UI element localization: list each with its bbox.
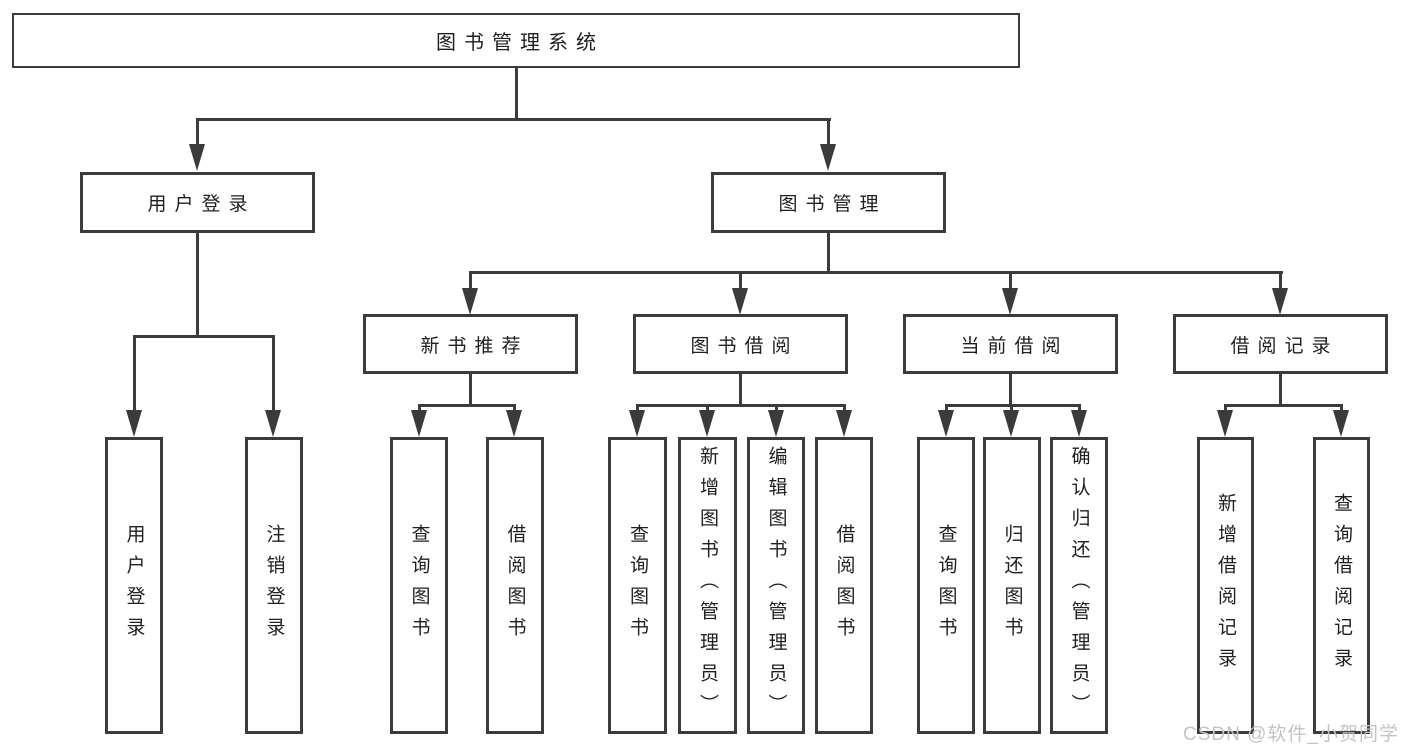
node-current-borrowing: 当前借阅 — [903, 314, 1118, 374]
node-label: 新增图书（管理员） — [697, 446, 718, 725]
node-query-books-recommend: 查询图书 — [390, 437, 448, 734]
arrowhead-down-icon — [1071, 410, 1087, 437]
node-book-management: 图书管理 — [711, 172, 946, 233]
arrowhead-down-icon — [462, 288, 478, 315]
connector-line — [1078, 404, 1081, 412]
node-query-books-borrowing: 查询图书 — [608, 437, 667, 734]
connector-line — [945, 404, 948, 412]
connector-line — [706, 404, 709, 412]
node-label: 图书管理 — [778, 194, 887, 215]
connector-line — [1279, 271, 1282, 291]
node-label: 归还图书 — [1001, 523, 1023, 648]
connector-line — [196, 233, 199, 338]
node-label: 图书借阅 — [690, 335, 799, 357]
connector-line — [133, 335, 136, 413]
node-label: 查询图书 — [935, 523, 957, 648]
arrowhead-down-icon — [938, 410, 954, 437]
connector-line — [196, 118, 831, 121]
connector-line — [843, 404, 846, 412]
node-label: 确认归还（管理员） — [1068, 446, 1090, 725]
connector-line — [133, 335, 275, 338]
node-add-books-admin: 新增图书（管理员） — [678, 437, 737, 734]
node-borrow-books: 借阅图书 — [815, 437, 873, 734]
node-edit-books-admin: 编辑图书（管理员） — [747, 437, 805, 734]
connector-line — [513, 404, 516, 412]
node-label: 查询图书 — [408, 523, 430, 648]
node-logout: 注销登录 — [245, 437, 303, 734]
arrowhead-down-icon — [1003, 410, 1019, 437]
node-label: 借阅图书 — [833, 523, 855, 648]
arrowhead-down-icon — [820, 144, 836, 171]
arrowhead-down-icon — [699, 410, 715, 437]
arrowhead-down-icon — [411, 410, 427, 437]
arrowhead-down-icon — [1002, 288, 1018, 315]
node-root-library-system: 图书管理系统 — [12, 13, 1020, 68]
connector-line — [775, 404, 778, 412]
node-return-books: 归还图书 — [983, 437, 1041, 734]
node-label: 查询图书 — [627, 523, 648, 648]
node-borrowing-records: 借阅记录 — [1173, 314, 1388, 374]
connector-line — [1224, 404, 1342, 407]
node-label: 查询借阅记录 — [1331, 492, 1352, 679]
connector-line — [418, 404, 516, 407]
connector-line — [469, 374, 472, 407]
arrowhead-down-icon — [629, 410, 645, 437]
node-query-books-current: 查询图书 — [917, 437, 975, 734]
connector-line — [1009, 374, 1012, 407]
node-user-login-leaf: 用户登录 — [105, 437, 163, 734]
arrowhead-down-icon — [836, 410, 852, 437]
node-label: 用户登录 — [147, 194, 256, 215]
connector-line — [739, 271, 742, 291]
connector-line — [1010, 404, 1013, 412]
node-label: 图书管理系统 — [436, 32, 604, 54]
node-book-borrowing: 图书借阅 — [633, 314, 848, 374]
connector-line — [636, 404, 845, 407]
node-confirm-return-admin: 确认归还（管理员） — [1050, 437, 1108, 734]
connector-line — [739, 374, 742, 407]
node-borrow-books-recommend: 借阅图书 — [486, 437, 544, 734]
connector-line — [515, 68, 518, 121]
connector-line — [1224, 404, 1227, 412]
connector-line — [1340, 404, 1343, 412]
node-add-borrow-record: 新增借阅记录 — [1197, 437, 1254, 734]
arrowhead-down-icon — [1333, 410, 1349, 437]
node-label: 借阅记录 — [1230, 335, 1339, 357]
arrowhead-down-icon — [126, 410, 142, 437]
arrowhead-down-icon — [768, 410, 784, 437]
arrowhead-down-icon — [189, 144, 205, 171]
node-label: 编辑图书（管理员） — [765, 446, 787, 725]
connector-line — [636, 404, 639, 412]
arrowhead-down-icon — [732, 288, 748, 315]
node-label: 新书推荐 — [420, 335, 529, 357]
connector-line — [469, 271, 1283, 274]
node-user-login: 用户登录 — [80, 172, 315, 233]
connector-line — [418, 404, 421, 412]
connector-line — [272, 335, 275, 413]
arrowhead-down-icon — [1217, 410, 1233, 437]
node-label: 注销登录 — [263, 523, 285, 648]
watermark: CSDN @软件_小贺同学 — [1183, 724, 1399, 745]
connector-line — [469, 271, 472, 291]
connector-line — [1279, 374, 1282, 407]
node-label: 新增借阅记录 — [1215, 492, 1236, 679]
node-label: 当前借阅 — [960, 335, 1069, 357]
node-query-borrow-record: 查询借阅记录 — [1313, 437, 1370, 734]
connector-line — [827, 118, 830, 148]
node-label: 借阅图书 — [504, 523, 526, 648]
node-new-book-recommend: 新书推荐 — [363, 314, 578, 374]
arrowhead-down-icon — [1272, 288, 1288, 315]
connector-line — [196, 118, 199, 148]
connector-line — [827, 233, 830, 274]
arrowhead-down-icon — [506, 410, 522, 437]
arrowhead-down-icon — [265, 410, 281, 437]
node-label: 用户登录 — [123, 523, 145, 648]
connector-line — [1009, 271, 1012, 291]
